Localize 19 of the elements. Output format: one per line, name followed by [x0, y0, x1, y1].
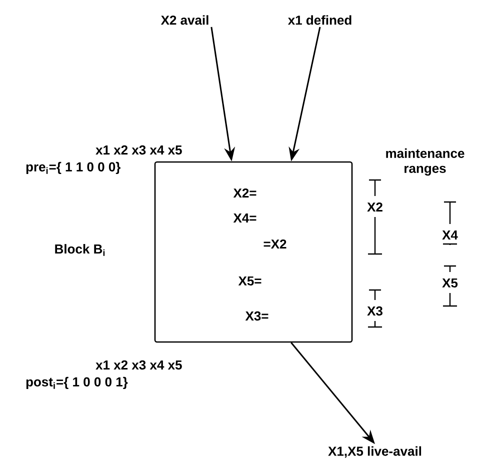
block-label: Block B$_{i}$: [55, 244, 105, 256]
statement-text: X4=: [233, 214, 256, 222]
block-box: [154, 161, 353, 343]
range-label: X4: [442, 230, 458, 240]
vector-label: post$_{i}$={ 1 0 0 0 1}: [26, 376, 128, 390]
range-label: X3: [367, 306, 382, 316]
statement-text: X2=: [233, 188, 256, 198]
statement-text: =X2: [264, 239, 286, 249]
range-label: X2: [367, 202, 382, 212]
node-label: X1,X5 live-avail: [328, 446, 422, 458]
node-label: X2 avail: [160, 15, 208, 25]
statement-text: X3=: [245, 311, 268, 321]
caption-text: maintenance ranges: [386, 148, 464, 176]
header-row: x1 x2 x3 x4 x5: [96, 360, 182, 370]
vector-label: pre$_{i}$={ 1 1 0 0 0}: [26, 162, 120, 174]
range-label: X5: [442, 278, 458, 288]
node-label: x1 defined: [288, 15, 352, 25]
statement-text: X5=: [238, 276, 262, 286]
header-row: x1 x2 x3 x4 x5: [96, 145, 182, 155]
